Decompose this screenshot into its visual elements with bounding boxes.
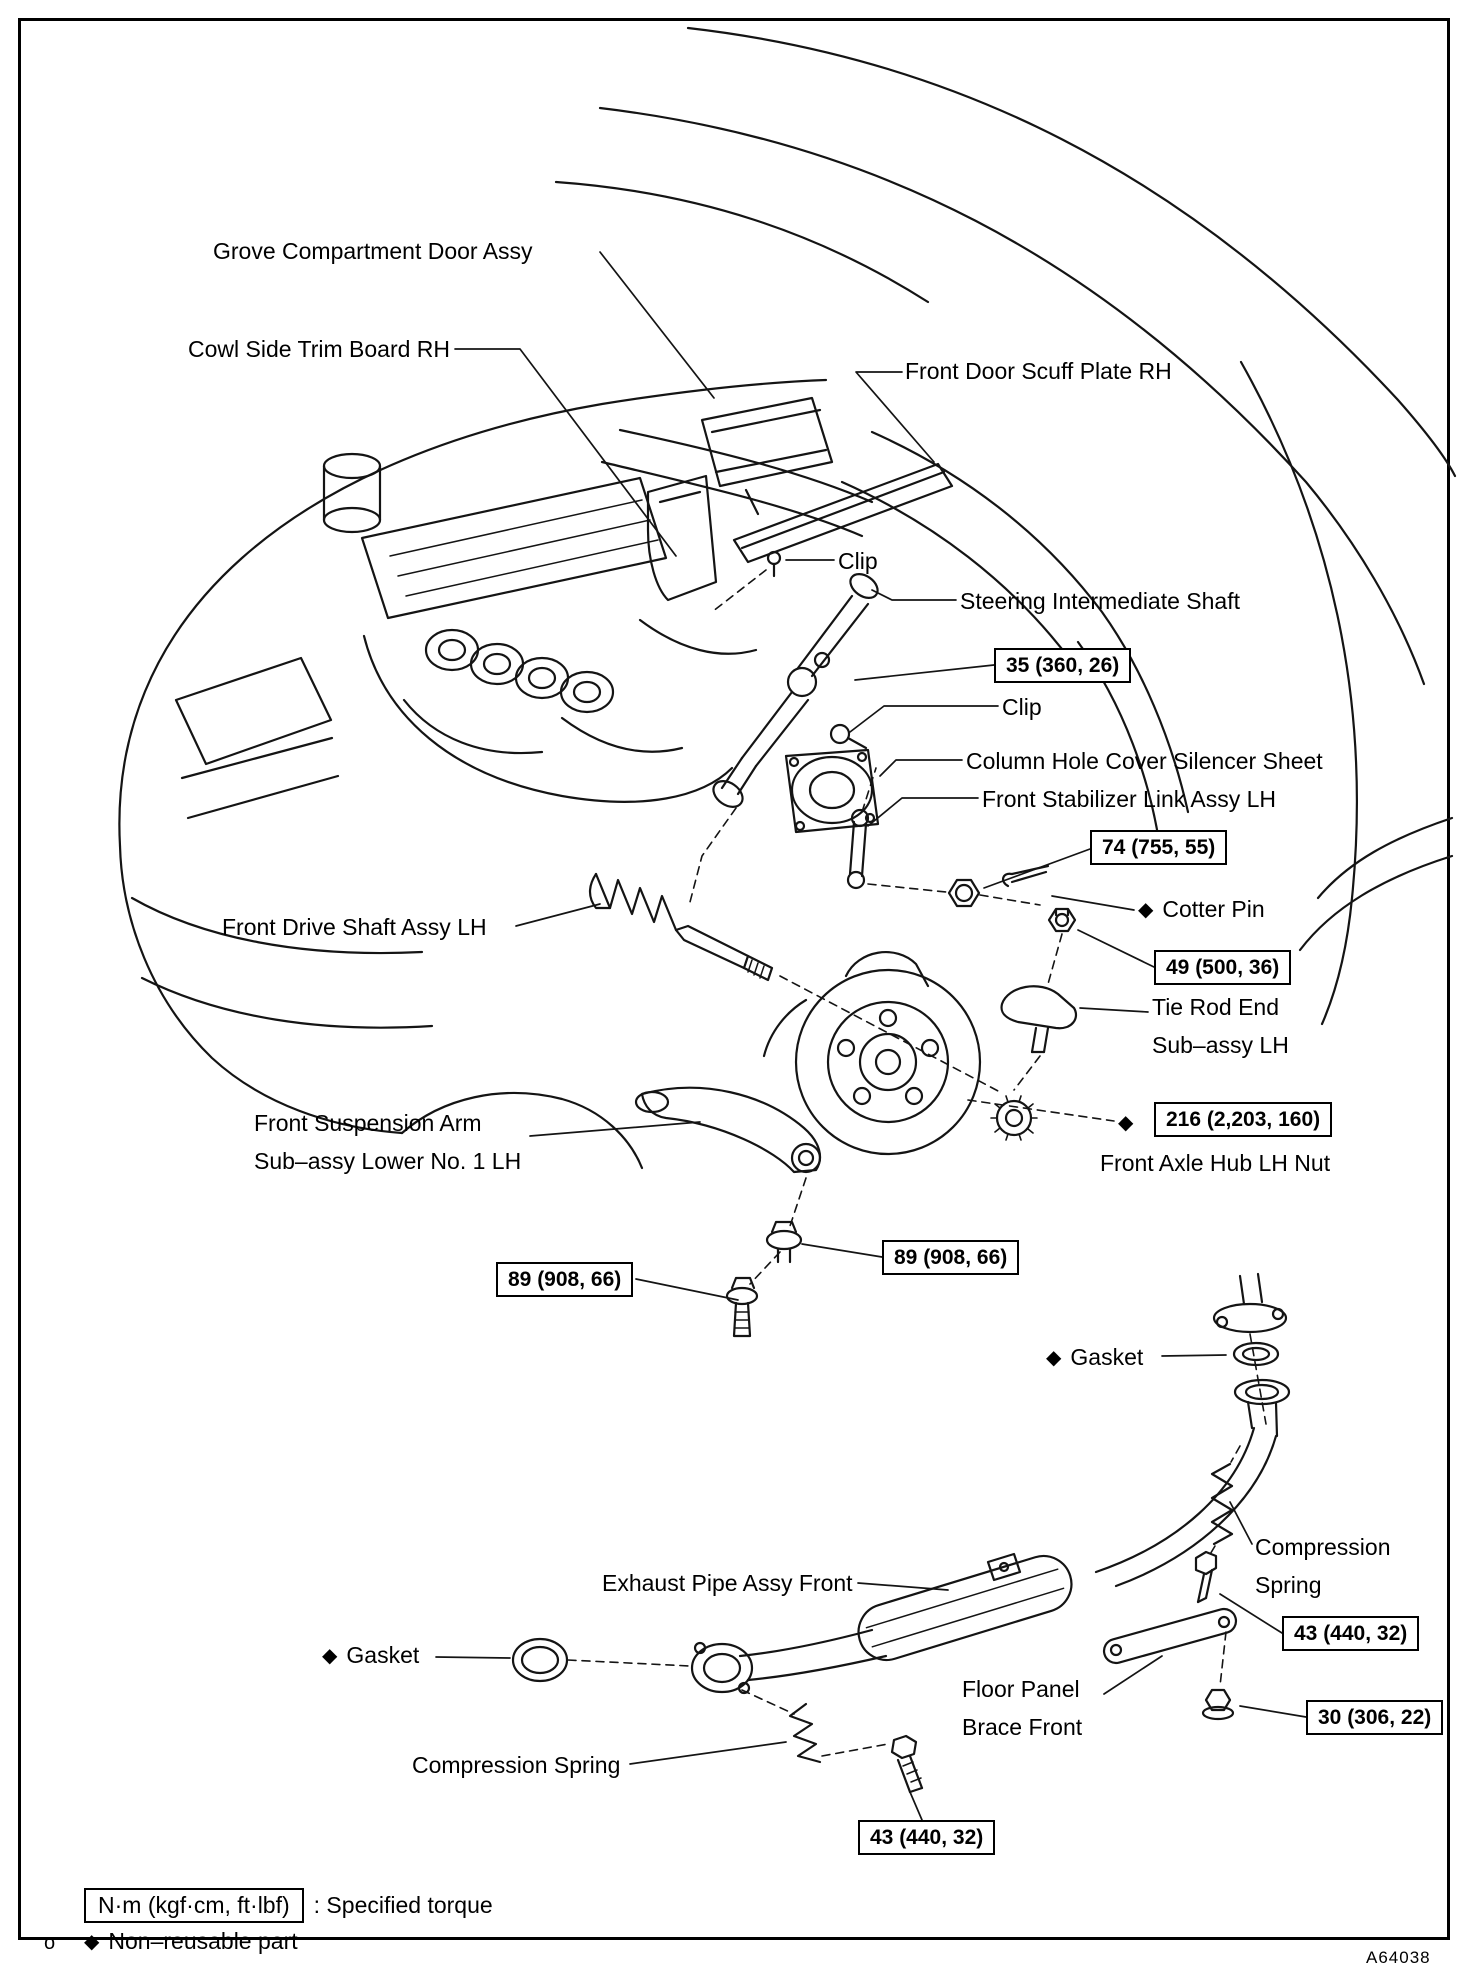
torque-box-exhaust-spring-bottom: 43 (440, 32) <box>858 1820 996 1855</box>
torque-box-suspension-arm-upper: 89 (908, 66) <box>882 1240 1020 1275</box>
non-reusable-diamond-icon: ◆ <box>1046 1347 1062 1369</box>
stabilizer-art <box>846 808 1077 933</box>
label-floor-panel-brace-line1: Floor Panel <box>962 1676 1080 1702</box>
label-tie-rod-end-line2: Sub–assy LH <box>1152 1032 1289 1058</box>
torque-box-suspension-arm-lower: 89 (908, 66) <box>496 1262 634 1297</box>
legend-torque-unit-box: N·m (kgf·cm, ft·lbf) <box>84 1888 304 1923</box>
legend-non-reusable: ◆ Non–reusable part <box>84 1928 298 1955</box>
label-front-suspension-arm: Front Suspension Arm Sub–assy Lower No. … <box>254 1104 521 1180</box>
torque-box-stabilizer-link: 74 (755, 55) <box>1090 830 1228 865</box>
torque-box-steering-shaft: 35 (360, 26) <box>994 648 1132 683</box>
label-gasket-upper-text: Gasket <box>1070 1344 1144 1370</box>
legend-torque-description: : Specified torque <box>313 1892 493 1918</box>
legend-margin-mark: o <box>44 1932 56 1954</box>
label-floor-panel-brace: Floor Panel Brace Front <box>962 1670 1082 1746</box>
label-floor-panel-brace-line2: Brace Front <box>962 1714 1083 1740</box>
exhaust-art <box>511 1272 1291 1794</box>
label-front-drive-shaft: Front Drive Shaft Assy LH <box>222 914 487 940</box>
label-cowl-side-trim: Cowl Side Trim Board RH <box>188 336 451 362</box>
non-reusable-diamond-icon: ◆ <box>1138 899 1154 921</box>
non-reusable-diamond-icon: ◆ <box>84 1931 100 1953</box>
label-tie-rod-end-line1: Tie Rod End <box>1152 994 1279 1020</box>
label-cotter-pin: ◆ Cotter Pin <box>1138 896 1265 923</box>
torque-box-tie-rod-end: 49 (500, 36) <box>1154 950 1292 985</box>
engine-bay-art <box>118 378 874 1170</box>
label-front-stabilizer-link: Front Stabilizer Link Assy LH <box>982 786 1277 812</box>
figure-code: A64038 <box>1366 1948 1431 1967</box>
label-front-axle-hub-nut: Front Axle Hub LH Nut <box>1100 1150 1331 1176</box>
assembly-dashed-lines <box>567 569 1267 1757</box>
label-steering-intermediate-shaft: Steering Intermediate Shaft <box>960 588 1240 614</box>
legend-torque: N·m (kgf·cm, ft·lbf) : Specified torque <box>84 1888 493 1923</box>
label-front-suspension-arm-line1: Front Suspension Arm <box>254 1110 482 1136</box>
leader-lines <box>435 251 1307 1821</box>
label-clip-upper: Clip <box>838 548 878 574</box>
label-compression-spring-bottom: Compression Spring <box>412 1752 621 1778</box>
label-compression-spring-right: Compression Spring <box>1255 1528 1391 1604</box>
suspension-arm-art <box>634 1086 822 1338</box>
torque-box-exhaust-spring-right: 43 (440, 32) <box>1282 1616 1420 1651</box>
label-clip-lower: Clip <box>1002 694 1042 720</box>
steering-shaft-art <box>712 573 880 834</box>
label-column-hole-cover: Column Hole Cover Silencer Sheet <box>966 748 1323 774</box>
label-gasket-upper: ◆ Gasket <box>1046 1344 1143 1371</box>
label-tie-rod-end: Tie Rod End Sub–assy LH <box>1152 988 1289 1064</box>
non-reusable-diamond-icon: ◆ <box>1118 1112 1134 1134</box>
label-front-suspension-arm-line2: Sub–assy Lower No. 1 LH <box>254 1148 522 1174</box>
torque-box-front-axle-hub: 216 (2,203, 160) <box>1154 1102 1333 1137</box>
legend-non-reusable-text: Non–reusable part <box>108 1928 298 1954</box>
torque-box-floor-brace: 30 (306, 22) <box>1306 1700 1444 1735</box>
driveline-art <box>588 872 1078 1156</box>
page-border <box>18 18 1450 1940</box>
label-compression-spring-right-line2: Spring <box>1255 1572 1322 1598</box>
label-cotter-pin-text: Cotter Pin <box>1162 896 1265 922</box>
label-gasket-lower: ◆ Gasket <box>322 1642 419 1669</box>
label-grove-compartment-door: Grove Compartment Door Assy <box>213 238 533 264</box>
label-front-door-scuff-plate: Front Door Scuff Plate RH <box>905 358 1172 384</box>
label-gasket-lower-text: Gasket <box>346 1642 420 1668</box>
interior-trim-art <box>646 396 954 602</box>
label-compression-spring-right-line1: Compression <box>1255 1534 1391 1560</box>
non-reusable-diamond-icon: ◆ <box>322 1645 338 1667</box>
label-exhaust-pipe-front: Exhaust Pipe Assy Front <box>602 1570 853 1596</box>
